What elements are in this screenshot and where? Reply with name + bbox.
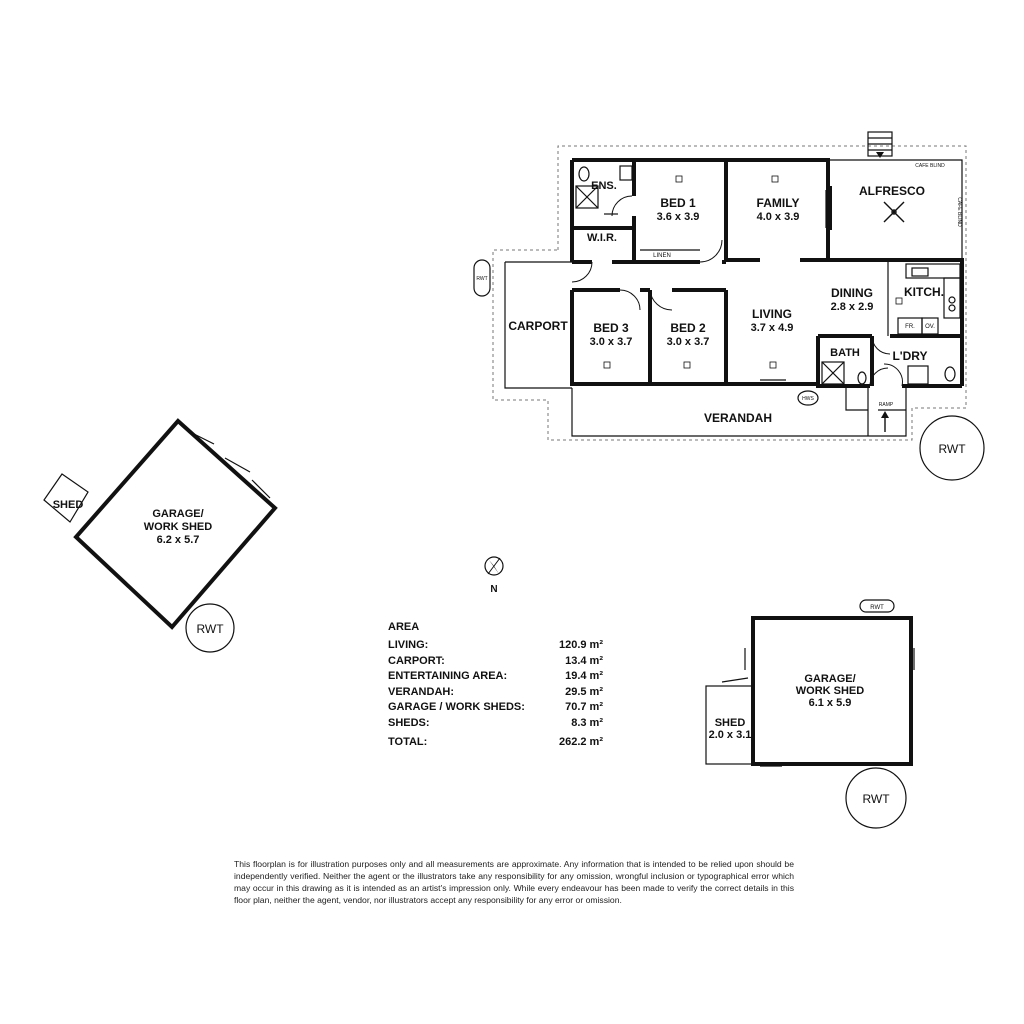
kitchen-label: KITCH. [904, 285, 944, 299]
area-table: AREA LIVING: 120.9 m² CARPORT: 13.4 m² E… [388, 620, 603, 751]
linen-label: LINEN [653, 253, 671, 259]
hws-label: HWS [802, 396, 814, 402]
bed1-label: BED 1 [660, 196, 696, 210]
main-house: ENS. W.I.R. LINEN BED 1 3.6 x 3.9 FAMILY… [473, 131, 985, 481]
ceiling-fan-icon [883, 201, 905, 223]
disclaimer-text: This floorplan is for illustration purpo… [234, 859, 794, 905]
alfresco-label: ALFRESCO [859, 184, 925, 198]
area-row-label: GARAGE / WORK SHEDS: [388, 701, 525, 713]
right-rwt-small-label: RWT [870, 605, 884, 611]
area-row-label: LIVING: [388, 639, 429, 651]
right-garage-label-2: WORK SHED [796, 685, 865, 697]
area-row-garage: GARAGE / WORK SHEDS: 70.7 m² [388, 700, 603, 716]
living-size: 3.7 x 4.9 [751, 322, 794, 334]
alfresco-steps [867, 131, 893, 158]
north-label: N [490, 584, 497, 595]
left-garage-size: 6.2 x 5.7 [157, 534, 200, 546]
left-garage-label-2: WORK SHED [144, 521, 213, 533]
area-row-entertaining: ENTERTAINING AREA: 19.4 m² [388, 669, 603, 685]
bed1-size: 3.6 x 3.9 [657, 211, 700, 223]
area-row-value: 70.7 m² [565, 701, 603, 713]
dining-label: DINING [831, 286, 873, 300]
laundry-label: L'DRY [892, 349, 927, 363]
left-shed-label: SHED [53, 499, 84, 511]
area-row-value: 13.4 m² [565, 654, 603, 667]
area-row-verandah: VERANDAH: 29.5 m² [388, 685, 603, 701]
dining-size: 2.8 x 2.9 [831, 301, 874, 313]
area-title: AREA [388, 621, 420, 633]
verandah-label: VERANDAH [704, 411, 772, 425]
area-row-label: SHEDS: [388, 716, 430, 729]
north-compass: N [484, 556, 504, 595]
wir-label: W.I.R. [587, 232, 617, 244]
rwt-house-label: RWT [938, 442, 966, 456]
bed3-label: BED 3 [593, 321, 629, 335]
area-row-value: 120.9 m² [558, 639, 603, 651]
cafe-blind-side-label: CAFE BLIND [956, 197, 962, 227]
area-row-label: ENTERTAINING AREA: [388, 670, 508, 682]
area-row-value: 8.3 m² [571, 716, 603, 729]
right-shed-size: 2.0 x 3.1 [709, 729, 752, 741]
area-total-row: TOTAL: 262.2 m² [388, 735, 603, 751]
ramp-label: RAMP [879, 402, 894, 408]
left-garage-label: GARAGE/ [152, 508, 203, 520]
bath-label: BATH [830, 347, 860, 359]
ens-label: ENS. [591, 180, 617, 192]
living-label: LIVING [752, 307, 792, 321]
right-garage-size: 6.1 x 5.9 [809, 697, 852, 709]
right-rwt-label: RWT [862, 792, 890, 806]
area-row-label: VERANDAH: [388, 685, 454, 698]
rwt-small-label: RWT [476, 276, 487, 282]
family-size: 4.0 x 3.9 [757, 211, 800, 223]
family-label: FAMILY [757, 196, 800, 210]
bed3-size: 3.0 x 3.7 [590, 336, 633, 348]
area-row-label: CARPORT: [388, 654, 445, 667]
fridge-label: FR. [905, 324, 915, 330]
area-row-carport: CARPORT: 13.4 m² [388, 654, 603, 670]
right-shed-label: SHED [715, 717, 746, 729]
area-row-sheds: SHEDS: 8.3 m² [388, 716, 603, 732]
right-outbuildings: RWT GARAGE/ WORK SHED 6.1 x 5.9 SHED 2.0… [705, 599, 915, 829]
area-row-value: 29.5 m² [565, 685, 603, 698]
right-garage-label: GARAGE/ [804, 673, 855, 685]
area-total-label: TOTAL: [388, 736, 428, 748]
carport-label: CARPORT [508, 319, 568, 333]
left-outbuildings: SHED GARAGE/ WORK SHED 6.2 x 5.7 RWT [43, 418, 278, 653]
left-rwt-label: RWT [196, 622, 224, 636]
bed2-size: 3.0 x 3.7 [667, 336, 710, 348]
bed2-label: BED 2 [670, 321, 706, 335]
area-row-value: 19.4 m² [565, 670, 603, 682]
area-row-living: LIVING: 120.9 m² [388, 638, 603, 654]
oven-label: OV. [925, 324, 935, 330]
area-total-value: 262.2 m² [558, 736, 603, 748]
cafe-blind-top-label: CAFE BLIND [915, 163, 945, 169]
